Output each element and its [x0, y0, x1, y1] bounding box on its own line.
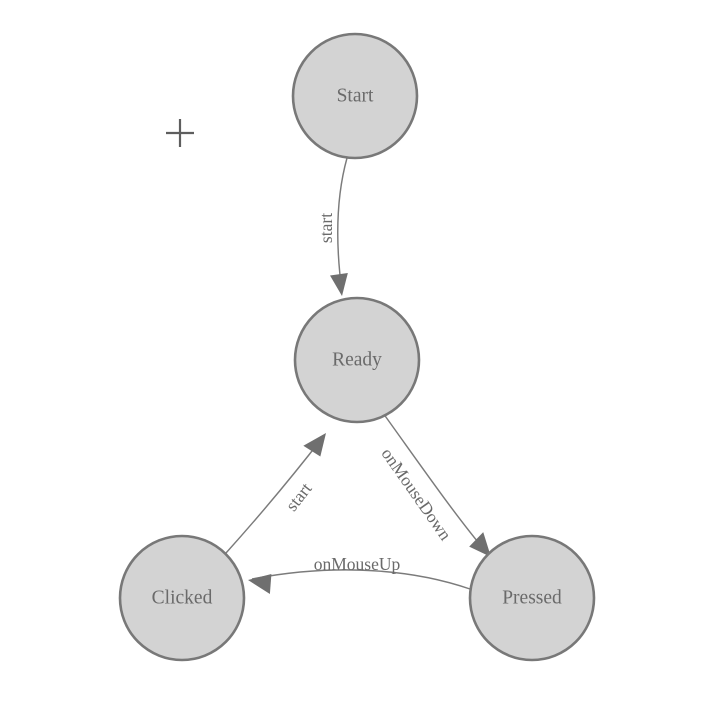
- edge-ready-pressed-path[interactable]: [382, 412, 488, 554]
- nodes-layer: Start Ready Clicked Pressed: [118, 32, 596, 662]
- edge-start-ready-arrowhead: [330, 272, 348, 296]
- edge-pressed-clicked[interactable]: onMouseUp: [246, 554, 471, 595]
- edge-clicked-ready-arrowhead: [303, 433, 326, 457]
- node-start-label: Start: [337, 85, 374, 106]
- crosshair-marker: [166, 119, 194, 147]
- edge-pressed-clicked-path[interactable]: [251, 569, 471, 590]
- node-start-circle[interactable]: [291, 32, 419, 160]
- node-pressed-label: Pressed: [502, 587, 562, 608]
- node-clicked-label: Clicked: [152, 587, 213, 608]
- node-start[interactable]: Start: [291, 32, 419, 160]
- node-clicked-circle[interactable]: [118, 534, 246, 662]
- node-pressed-circle[interactable]: [468, 534, 596, 662]
- node-ready-circle[interactable]: [293, 296, 421, 424]
- edge-start-ready-path[interactable]: [337, 157, 348, 293]
- edge-ready-pressed[interactable]: onMouseDown: [377, 412, 498, 563]
- edge-start-ready[interactable]: start: [316, 157, 351, 297]
- edge-label-on-mouse-up: onMouseUp: [314, 554, 401, 574]
- edge-label-start-ready: start: [316, 213, 336, 243]
- node-ready-label: Ready: [332, 349, 382, 370]
- edge-clicked-ready[interactable]: start: [225, 427, 334, 554]
- node-ready[interactable]: Ready: [293, 296, 421, 424]
- node-clicked[interactable]: Clicked: [118, 534, 246, 662]
- edge-ready-pressed-arrowhead: [469, 532, 491, 557]
- node-pressed[interactable]: Pressed: [468, 534, 596, 662]
- edge-label-start-clicked-ready: start: [281, 479, 315, 515]
- edge-pressed-clicked-arrowhead: [248, 573, 272, 595]
